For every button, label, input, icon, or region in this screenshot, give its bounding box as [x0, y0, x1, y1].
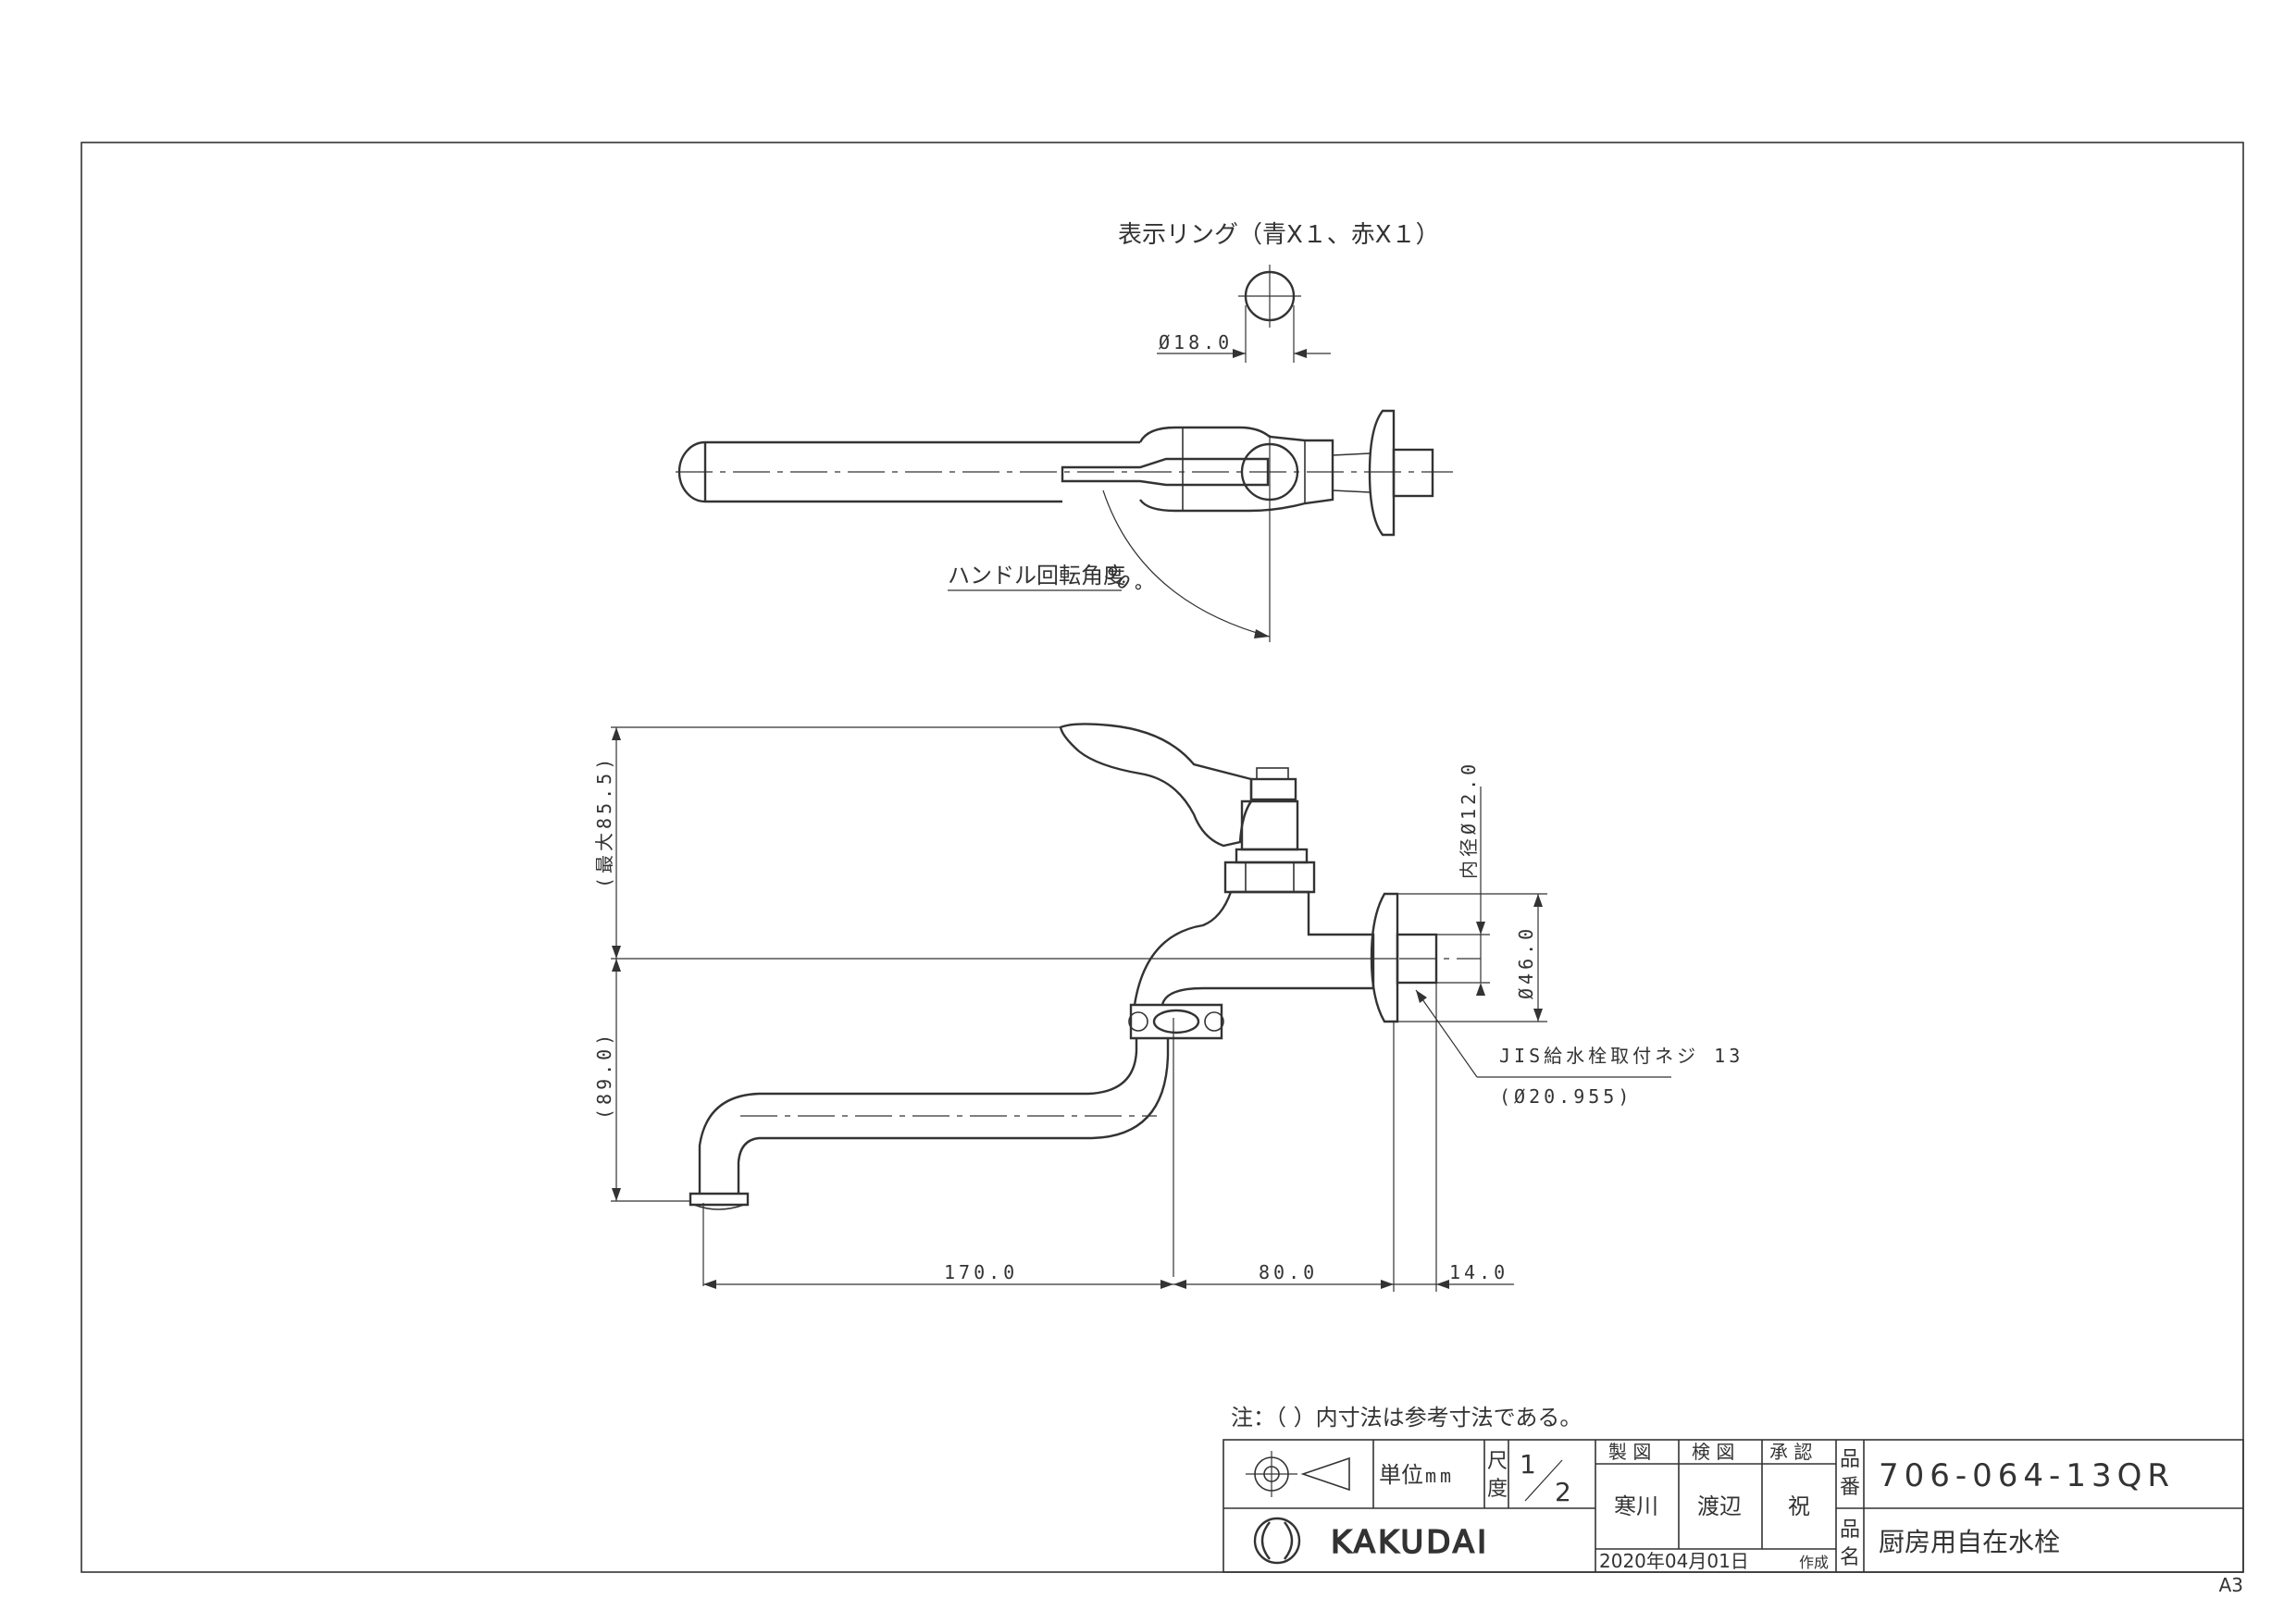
scale-denominator: 2	[1555, 1477, 1571, 1507]
part-name: 厨房用自在水栓	[1879, 1527, 2060, 1557]
date-suffix: 作成	[1799, 1554, 1829, 1571]
name-label-2: 名	[1840, 1546, 1860, 1569]
ring-label: 表示リング（青X１、赤X１）	[1118, 221, 1440, 249]
dim-height-top: (最大85.5)	[593, 755, 615, 888]
scale-numerator: 1	[1520, 1449, 1536, 1480]
kakudai-logo: KAKUDAI	[1253, 1517, 1489, 1565]
part-no-label-1: 品	[1840, 1448, 1860, 1471]
checked-header: 検 図	[1692, 1441, 1734, 1463]
sheet-size-label: A3	[2219, 1574, 2243, 1596]
dim-thread: 14.0	[1449, 1261, 1508, 1283]
drawn-header: 製 図	[1608, 1441, 1651, 1463]
side-view: (最大85.5) (89.0) 内径Ø12.0 Ø46.0 JIS給水栓取付ネジ…	[593, 723, 1744, 1292]
checked-by: 渡辺	[1697, 1493, 1742, 1519]
sheet-border	[81, 142, 2244, 1573]
scale-label-1: 尺	[1487, 1450, 1508, 1473]
approved-header: 承 認	[1769, 1441, 1812, 1463]
drawn-by: 寒川	[1614, 1493, 1658, 1519]
thread-size: (Ø20.955)	[1499, 1085, 1632, 1108]
thread-label: JIS給水栓取付ネジ 13	[1499, 1045, 1744, 1067]
logo-text: KAKUDAI	[1331, 1524, 1489, 1561]
note-text: 注：（ ）内寸法は参考寸法である。	[1231, 1405, 1582, 1431]
handle-label: ハンドル回転角度	[948, 563, 1125, 588]
part-number: 706-064-13QR	[1879, 1457, 2175, 1494]
dim-inner: 内径Ø12.0	[1458, 761, 1480, 879]
date: 2020年04月01日	[1599, 1550, 1749, 1572]
dim-height-bottom: (89.0)	[593, 1031, 615, 1120]
scale-label-2: 度	[1487, 1478, 1508, 1501]
title-block: 注：（ ）内寸法は参考寸法である。 単位 mm 尺 度 1 2	[1222, 1405, 2244, 1573]
projection-symbol-icon	[1246, 1451, 1350, 1497]
top-view: 表示リング（青X１、赤X１） Ø18.0	[676, 221, 1453, 642]
unit-value: mm	[1425, 1465, 1455, 1487]
ring-dim: Ø18.0	[1159, 331, 1233, 353]
dim-spout: 170.0	[944, 1261, 1018, 1283]
unit-label: 単位	[1379, 1462, 1423, 1488]
dim-flange: Ø46.0	[1515, 925, 1537, 999]
name-label-1: 品	[1840, 1518, 1860, 1542]
approved-by: 祝	[1788, 1493, 1810, 1519]
part-no-label-2: 番	[1840, 1476, 1860, 1499]
dim-body: 80.0	[1259, 1261, 1318, 1283]
